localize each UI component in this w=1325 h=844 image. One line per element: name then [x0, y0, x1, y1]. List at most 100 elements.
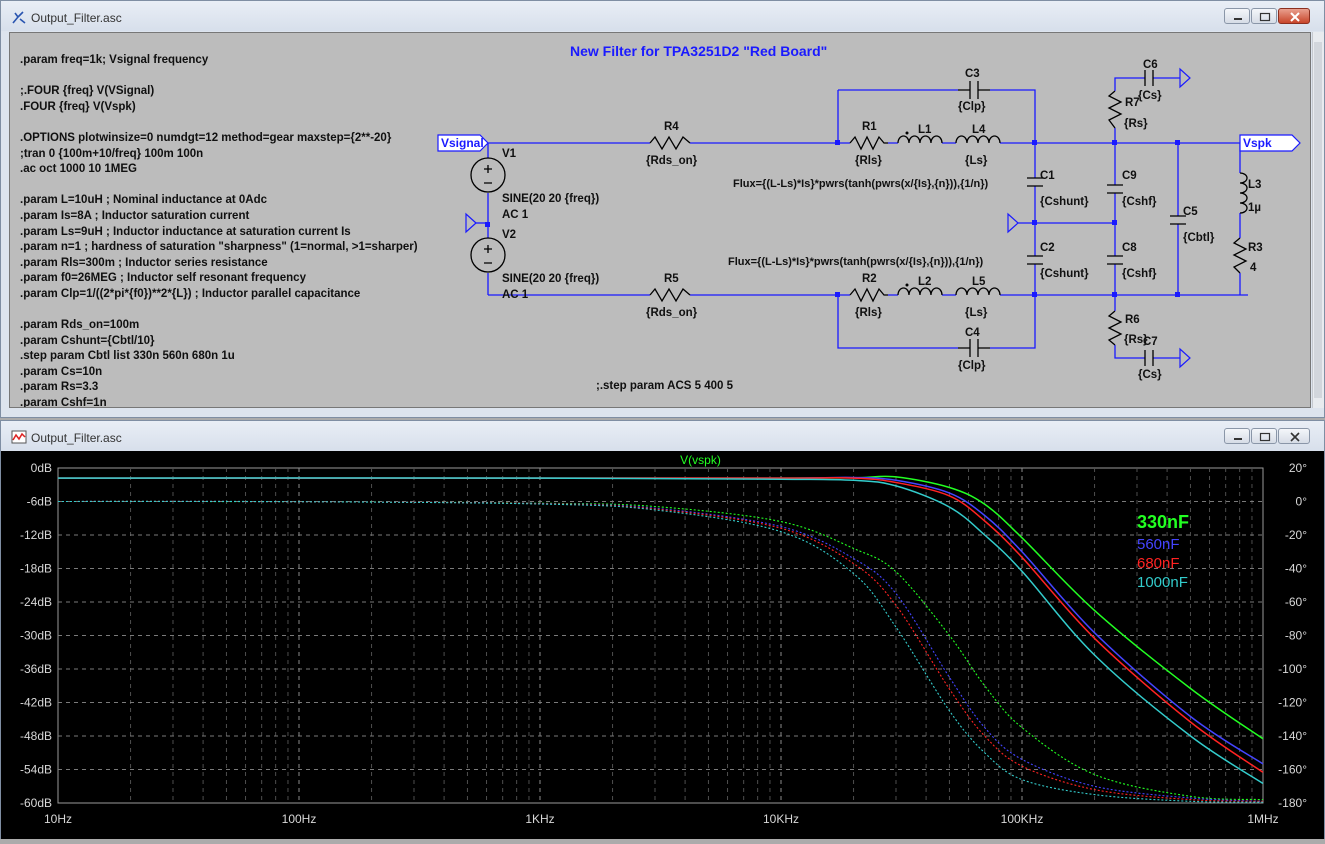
v1-ac: AC 1	[502, 209, 529, 221]
directive-line: .param Rls=300m ; Inductor series resist…	[20, 256, 268, 269]
directive-line: .step param Cbtl list 330n 560n 680n 1u	[20, 350, 235, 363]
y-left-tick-label: -30dB	[20, 629, 52, 643]
close-button[interactable]	[1278, 8, 1310, 24]
vspk-label-text: Vspk	[1243, 136, 1272, 150]
l3-value: 1µ	[1248, 202, 1261, 214]
plot-title: V(vspk)	[680, 453, 721, 467]
y-left-tick-label: -42dB	[20, 696, 52, 710]
c6-ref: C6	[1143, 59, 1158, 71]
flux-expression-bottom: Flux={(L-Ls)*Is}*pwrs(tanh(pwrs(x/{Is},{…	[728, 256, 984, 268]
plot-area[interactable]: 0dB-6dB-12dB-18dB-24dB-30dB-36dB-42dB-48…	[1, 451, 1324, 839]
l4-value: {Ls}	[965, 155, 988, 167]
directive-line: .OPTIONS plotwinsize=0 numdgt=12 method=…	[20, 131, 392, 144]
v1-ref: V1	[502, 148, 517, 160]
directive-line: .param Cs=10n	[20, 365, 103, 378]
r4-value: {Rds_on}	[646, 155, 698, 167]
x-tick-label: 10KHz	[763, 812, 799, 826]
minimize-icon	[1234, 18, 1242, 20]
directive-line: .param Ls=9uH ; Inductor inductance at s…	[20, 225, 351, 238]
close-icon	[1290, 12, 1300, 22]
legend-entry-330nF[interactable]: 330nF	[1137, 512, 1189, 532]
series-phase-680nF	[57, 500, 1264, 802]
waveform-window[interactable]: Output_Filter.asc 0dB-6dB-12dB-18dB-24dB…	[0, 420, 1325, 839]
r2-ref: R2	[862, 273, 877, 285]
bode-plot[interactable]: 0dB-6dB-12dB-18dB-24dB-30dB-36dB-42dB-48…	[1, 451, 1324, 839]
schematic-canvas[interactable]: .param freq=1k; Vsignal frequency ;.FOUR…	[9, 32, 1311, 408]
flux-expression-top: Flux={(L-Ls)*Is}*pwrs(tanh(pwrs(x/{Is},{…	[733, 178, 989, 190]
r5-value: {Rds_on}	[646, 307, 698, 319]
l2-ref: L2	[918, 276, 931, 288]
series-magnitude-560nF	[58, 476, 1264, 765]
series-magnitude-680nF	[58, 476, 1264, 773]
scrollbar-thumb[interactable]	[1314, 42, 1322, 398]
c2-ref: C2	[1040, 242, 1055, 254]
minimize-icon	[1234, 438, 1242, 440]
schematic-diagram[interactable]: Vsignal Vspk New Filter for TPA3251D2 "R…	[10, 33, 1310, 407]
y-left-tick-label: -54dB	[20, 763, 52, 777]
series-phase-560nF	[57, 500, 1264, 802]
y-left-tick-label: -60dB	[20, 796, 52, 810]
schematic-window-title: Output_Filter.asc	[31, 11, 122, 25]
y-left-tick-label: -36dB	[20, 662, 52, 676]
schematic-window[interactable]: Output_Filter.asc .param freq=1k; Vsigna…	[0, 0, 1325, 418]
wires	[476, 77, 1248, 359]
maximize-icon	[1259, 432, 1271, 442]
y-right-tick-label: -100°	[1278, 662, 1307, 676]
close-icon	[1290, 432, 1300, 442]
step-comment: ;.step param ACS 5 400 5	[596, 380, 734, 392]
c1-value: {Cshunt}	[1040, 196, 1089, 208]
c8-ref: C8	[1122, 242, 1137, 254]
directive-line: .param Is=8A ; Inductor saturation curre…	[20, 209, 250, 222]
x-tick-label: 1KHz	[525, 812, 554, 826]
c5-ref: C5	[1183, 206, 1198, 218]
series-magnitude-1000nF	[57, 477, 1264, 785]
directive-line: .param Cshunt={Cbtl/10}	[20, 334, 155, 347]
legend-entry-1000nF[interactable]: 1000nF	[1137, 574, 1188, 591]
y-right-tick-label: -140°	[1278, 729, 1307, 743]
series-phase-330nF	[57, 500, 1264, 801]
r2-value: {Rls}	[855, 307, 882, 319]
schematic-titlebar[interactable]: Output_Filter.asc	[1, 1, 1324, 31]
legend-entry-680nF[interactable]: 680nF	[1137, 555, 1180, 572]
r4-ref: R4	[664, 121, 679, 133]
legend-entry-560nF[interactable]: 560nF	[1137, 536, 1180, 553]
plot-minimize-button[interactable]	[1224, 428, 1250, 444]
l4-ref: L4	[972, 124, 986, 136]
net-label-vspk[interactable]: Vspk	[1239, 134, 1301, 152]
directive-line: .FOUR {freq} V(Vspk)	[20, 100, 136, 113]
r5-ref: R5	[664, 273, 679, 285]
x-tick-label: 10Hz	[44, 812, 72, 826]
plot-close-button[interactable]	[1278, 428, 1310, 444]
y-right-tick-label: 20°	[1289, 461, 1307, 475]
directive-line: ;.FOUR {freq} V(VSignal)	[20, 85, 155, 98]
l3-ref: L3	[1248, 179, 1261, 191]
directive-line: .param f0=26MEG ; Inductor self resonant…	[20, 272, 306, 285]
c3-ref: C3	[965, 68, 980, 80]
y-right-tick-label: 0°	[1296, 495, 1308, 509]
series-magnitude-330nF	[58, 475, 1264, 740]
schematic-vertical-scrollbar[interactable]	[1312, 32, 1324, 408]
waveform-titlebar[interactable]: Output_Filter.asc	[1, 421, 1324, 451]
c9-value: {Cshf}	[1122, 196, 1157, 208]
plot-series	[57, 475, 1264, 803]
y-right-tick-label: -120°	[1278, 696, 1307, 710]
net-label-vsignal[interactable]: Vsignal	[437, 134, 489, 152]
plot-maximize-button[interactable]	[1251, 428, 1277, 444]
maximize-icon	[1259, 12, 1271, 22]
y-left-tick-label: -24dB	[20, 595, 52, 609]
plot-grid	[57, 467, 1264, 804]
plot-legend[interactable]: 330nF 560nF 680nF 1000nF	[1137, 512, 1189, 591]
series-phase-1000nF	[57, 500, 1264, 803]
vsignal-label-text: Vsignal	[441, 136, 484, 150]
component-labels: V1 SINE(20 20 {freq}) AC 1 V2 SINE(20 20…	[502, 59, 1263, 381]
y-left-tick-label: -18dB	[20, 562, 52, 576]
l5-ref: L5	[972, 276, 986, 288]
y-right-tick-label: -160°	[1278, 763, 1307, 777]
maximize-button[interactable]	[1251, 8, 1277, 24]
r6-value: {Rs}	[1124, 334, 1148, 346]
directive-line: .ac oct 1000 10 1MEG	[20, 163, 137, 176]
v2-value: SINE(20 20 {freq})	[502, 273, 599, 285]
plot-axes: 0dB-6dB-12dB-18dB-24dB-30dB-36dB-42dB-48…	[20, 453, 1307, 826]
minimize-button[interactable]	[1224, 8, 1250, 24]
c9-ref: C9	[1122, 170, 1137, 182]
